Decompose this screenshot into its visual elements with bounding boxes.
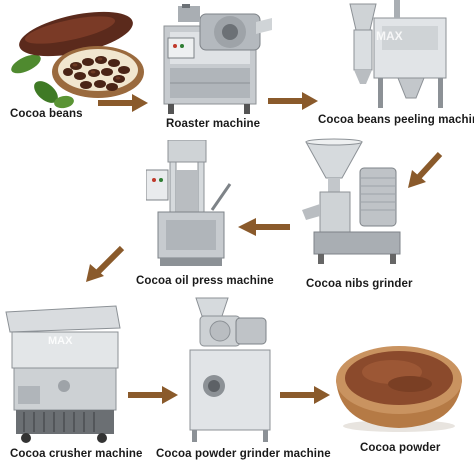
- arrow-right-icon: [268, 92, 318, 110]
- step-label-oil-press: Cocoa oil press machine: [136, 275, 274, 287]
- step-label-nibs-grinder: Cocoa nibs grinder: [306, 278, 413, 290]
- watermark-max-1: MAX: [376, 29, 403, 43]
- roaster-machine-image: [163, 4, 272, 114]
- step-label-roaster-machine: Roaster machine: [166, 118, 261, 130]
- arrow-left-icon: [238, 218, 290, 236]
- step-label-cocoa-beans: Cocoa beans: [10, 108, 83, 120]
- arrow-down-left-icon: [408, 151, 443, 188]
- peeling-machine-image: MAX: [349, 0, 447, 108]
- step-label-cocoa-powder: Cocoa powder: [360, 442, 441, 454]
- cocoa-powder-image: [336, 346, 462, 432]
- powder-grinder-image: [189, 297, 271, 442]
- nibs-grinder-image: [302, 138, 401, 264]
- crusher-image: MAX: [5, 305, 121, 443]
- step-label-powder-grinder: Cocoa powder grinder machine: [156, 448, 331, 460]
- step-label-peeling-machine: Cocoa beans peeling machine: [318, 114, 474, 126]
- watermark-max-2: MAX: [48, 335, 73, 347]
- arrow-down-left-icon: [86, 245, 125, 282]
- cocoa-beans-image: [11, 11, 144, 109]
- step-label-crusher: Cocoa crusher machine: [10, 448, 143, 460]
- arrow-right-icon: [128, 386, 178, 404]
- arrow-right-icon: [280, 386, 330, 404]
- arrow-right-icon: [98, 94, 148, 112]
- oil-press-image: [146, 140, 232, 266]
